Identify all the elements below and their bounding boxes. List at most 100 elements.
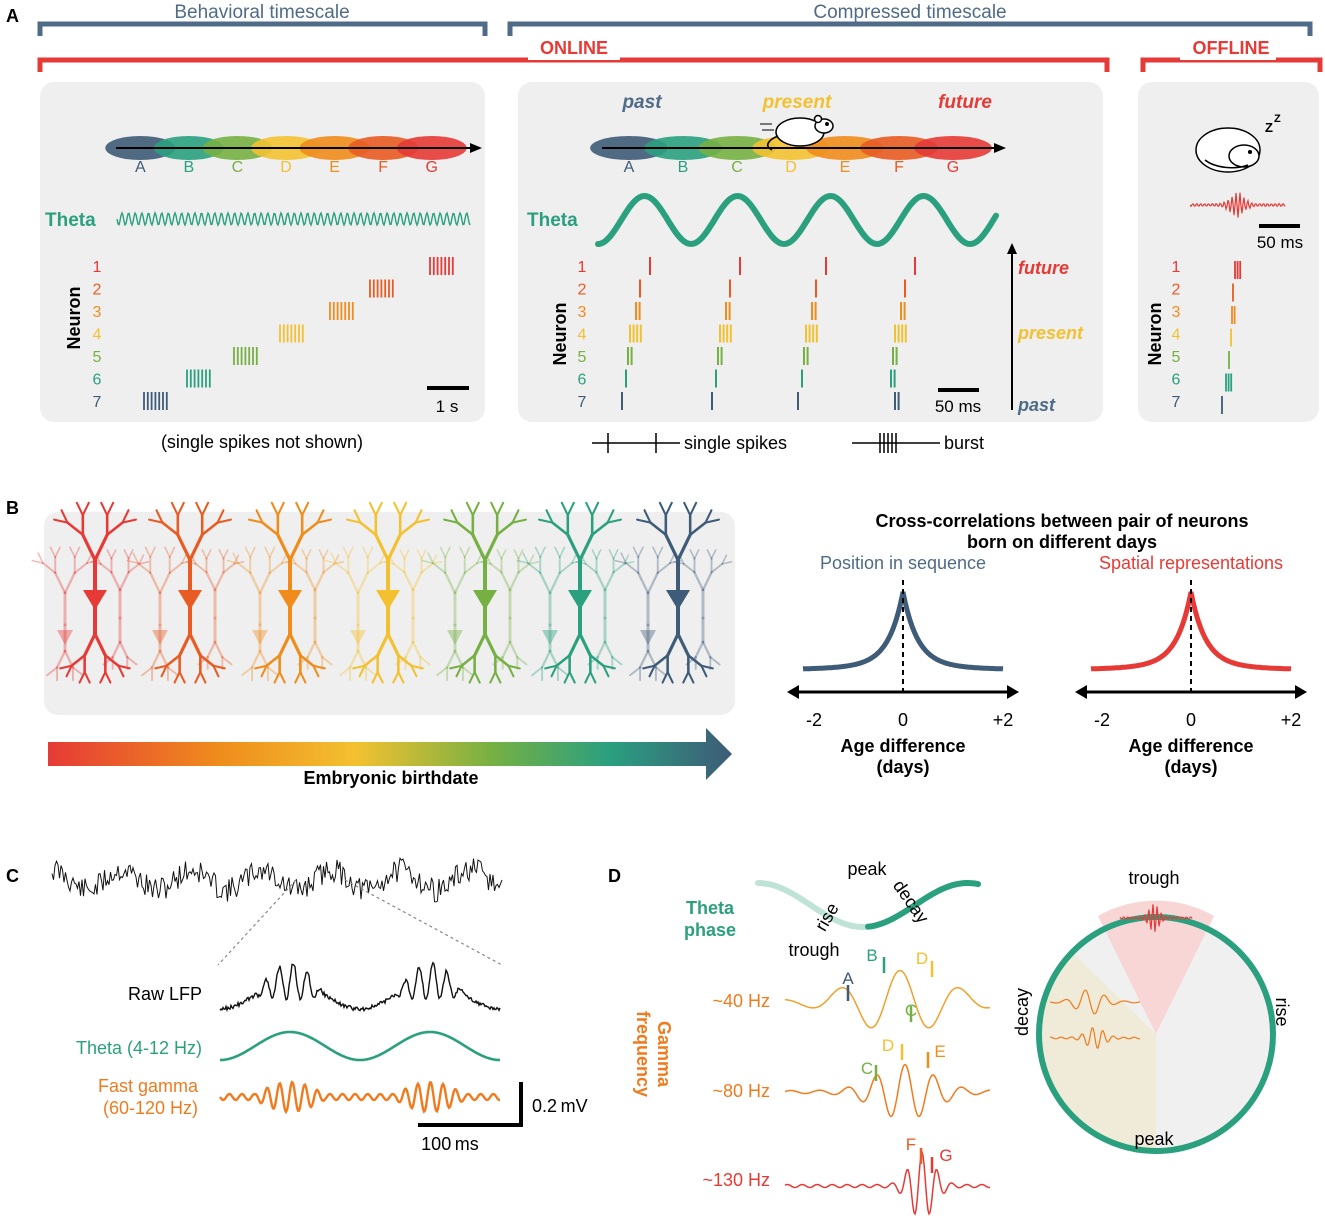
dendrite	[688, 521, 707, 537]
soma	[568, 590, 592, 610]
soma	[83, 590, 107, 610]
zoom-line-right	[344, 879, 503, 966]
position-label-A: A	[624, 159, 635, 176]
dendrite	[399, 549, 406, 560]
right-tick-0: 0	[1186, 710, 1196, 730]
position-label-B: B	[184, 159, 195, 176]
dendrite	[445, 649, 457, 669]
soma-faint	[252, 630, 268, 645]
dendrite	[106, 501, 115, 517]
neuron-label-compressed: Neuron	[550, 303, 570, 366]
right-tick-pos2: +2	[1281, 710, 1302, 730]
dendrite	[687, 654, 703, 668]
circle-gamma-trace-2	[1050, 1027, 1140, 1049]
dendrite	[266, 666, 279, 677]
soma-faint	[447, 630, 463, 645]
dendrite	[295, 501, 304, 517]
dendrite	[288, 632, 302, 658]
dendrite	[46, 666, 59, 677]
neuron-number-5: 5	[93, 349, 102, 366]
dendrite	[206, 640, 217, 659]
dendrite	[658, 501, 667, 517]
dendrite	[473, 632, 487, 658]
dendrite	[353, 509, 362, 524]
panel-c-letter: C	[6, 866, 19, 886]
neuron-number-4: 4	[1172, 327, 1181, 344]
circle-gamma-trace-1	[1049, 989, 1141, 1015]
dendrite	[268, 562, 283, 574]
single-spikes-note: (single spikes not shown)	[161, 432, 363, 452]
dendrite	[75, 501, 84, 517]
future-label-side: future	[1018, 258, 1069, 278]
dendrite	[490, 501, 499, 517]
dendrite	[496, 549, 503, 560]
dendrite	[70, 654, 86, 668]
neuron-4	[324, 501, 443, 684]
dendrite	[168, 562, 183, 574]
dendrite	[161, 521, 180, 537]
soma	[473, 590, 497, 610]
dendrite	[222, 549, 229, 560]
cross-corr-title-line1: Cross-correlations between pair of neuro…	[875, 511, 1248, 531]
dendrite	[431, 560, 443, 565]
dendrite	[166, 666, 179, 677]
neuron-number-4: 4	[578, 327, 587, 344]
dendrite	[637, 546, 644, 558]
dendrite	[538, 518, 554, 524]
dendrite	[450, 509, 459, 524]
dendrite	[508, 640, 519, 659]
neuron-label-offline: Neuron	[1145, 303, 1165, 366]
left-xlabel-line2: (days)	[876, 757, 929, 777]
position-label-G: G	[425, 159, 437, 176]
dendrite	[212, 664, 220, 678]
dendrite	[299, 671, 307, 684]
dendrite	[305, 571, 317, 592]
dendrite	[104, 671, 112, 684]
circle-rise-label: rise	[1272, 997, 1292, 1026]
past-label-side: past	[1017, 395, 1056, 415]
dendrite	[701, 571, 713, 592]
dendrite	[643, 509, 652, 524]
dendrite	[584, 671, 592, 684]
dendrite	[648, 664, 656, 678]
dendrite	[362, 546, 369, 558]
soma-faint	[350, 630, 366, 645]
dendrite	[411, 640, 422, 659]
dendrite	[689, 501, 698, 517]
neuron-5	[421, 501, 540, 684]
dendrite	[443, 518, 459, 524]
offline-panel	[1138, 82, 1319, 422]
dendrite	[721, 554, 728, 565]
dendrite	[205, 549, 212, 560]
dendrite	[701, 640, 712, 659]
neuron-6	[516, 501, 635, 684]
dendrite	[710, 549, 717, 560]
dendrite	[568, 671, 576, 684]
dendrite	[642, 664, 656, 670]
dendrite	[638, 649, 650, 669]
dendrite	[661, 671, 669, 684]
dendrite	[473, 671, 481, 684]
dendrite	[398, 521, 417, 537]
offline-label: OFFLINE	[1193, 38, 1270, 58]
theta-label-compressed: Theta	[527, 210, 578, 231]
dendrite	[73, 562, 88, 574]
raw-lfp-zoom-trace	[219, 961, 501, 1013]
dendrite	[276, 501, 285, 517]
dendrite	[93, 533, 109, 562]
dendrite	[150, 649, 162, 669]
dendrite	[213, 571, 225, 592]
circle-decay-label: decay	[1012, 988, 1032, 1036]
running-rat-icon	[760, 114, 834, 151]
dendrite	[403, 549, 410, 560]
dendrite	[118, 640, 129, 659]
dendrite	[374, 501, 383, 517]
zoom-line-left	[217, 879, 297, 966]
position-label-E: E	[329, 159, 340, 176]
dendrite	[342, 546, 350, 558]
dendrite	[463, 562, 478, 574]
dendrite	[155, 509, 164, 524]
dendrite	[563, 671, 571, 684]
circle-peak-label: peak	[1134, 1129, 1174, 1149]
